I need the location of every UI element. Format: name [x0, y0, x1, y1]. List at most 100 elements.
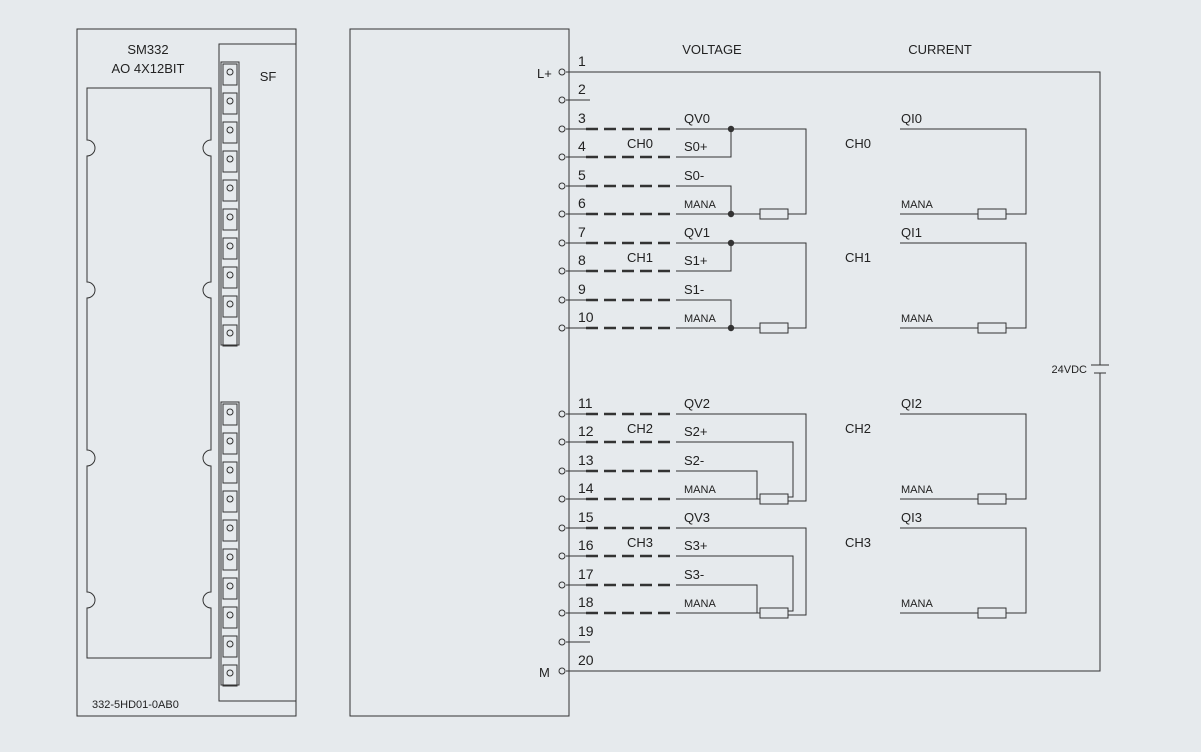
- sense-plus-label: S3+: [684, 538, 708, 553]
- channel-label: CH3: [627, 535, 653, 550]
- current-header: CURRENT: [908, 42, 972, 57]
- current-load-resistor: [977, 607, 1007, 619]
- supply-minus-label: M: [539, 665, 550, 680]
- current-channel-label: CH1: [845, 250, 871, 265]
- terminal-number: 20: [578, 652, 594, 668]
- sense-minus-label: S3-: [684, 567, 704, 582]
- sense-plus-label: S2+: [684, 424, 708, 439]
- channel-label: CH2: [627, 421, 653, 436]
- strip-terminal: [222, 490, 238, 513]
- terminal-2: 2: [558, 81, 590, 104]
- supply-plus-rail: [566, 71, 1101, 365]
- module-title-line1: SM332: [127, 42, 168, 57]
- terminal-number: 5: [578, 167, 586, 183]
- terminal-number: 1: [578, 53, 586, 69]
- voltage-load-resistor: [759, 607, 789, 619]
- current-mana-label: MANA: [901, 199, 933, 211]
- terminal-number: 7: [578, 224, 586, 240]
- voltage-load-resistor: [759, 208, 789, 220]
- terminal-number: 3: [578, 110, 586, 126]
- strip-terminal: [222, 548, 238, 571]
- strip-terminal: [222, 121, 238, 144]
- terminal-number: 19: [578, 623, 594, 639]
- sense-minus-label: S0-: [684, 168, 704, 183]
- terminal-10: 10: [558, 309, 594, 332]
- qv-label: QV0: [684, 111, 710, 126]
- module-front-view: SM332 AO 4X12BIT SF 332-5HD01-0AB0: [76, 28, 297, 717]
- terminal-14: 14: [558, 480, 594, 503]
- mana-label: MANA: [684, 484, 716, 496]
- current-mana-label: MANA: [901, 313, 933, 325]
- current-channel-label: CH2: [845, 421, 871, 436]
- junction-dot: [727, 210, 735, 218]
- terminal-15: 15: [558, 509, 594, 532]
- strip-terminal: [222, 635, 238, 658]
- sense-plus-label: S1+: [684, 253, 708, 268]
- terminal-number: 10: [578, 309, 594, 325]
- voltage-load-resistor: [759, 493, 789, 505]
- junction-dot: [727, 239, 735, 247]
- terminal-1: 1: [558, 53, 590, 76]
- junction-dot: [727, 125, 735, 133]
- strip-terminal: [222, 92, 238, 115]
- current-load-resistor: [977, 208, 1007, 220]
- strip-terminal: [222, 664, 238, 687]
- terminal-12: 12: [558, 423, 594, 446]
- qi-label: QI2: [901, 396, 922, 411]
- current-channel-label: CH0: [845, 136, 871, 151]
- strip-terminal: [222, 324, 238, 347]
- terminal-number: 16: [578, 537, 594, 553]
- channel-list: CH0QV0S0+S0-MANAQI0CH0MANACH1QV1S1+S1-MA…: [586, 111, 1027, 619]
- terminal-5: 5: [558, 167, 590, 190]
- sense-minus-label: S1-: [684, 282, 704, 297]
- strip-terminal: [222, 179, 238, 202]
- strip-terminal: [222, 519, 238, 542]
- terminal-number: 13: [578, 452, 594, 468]
- supply-voltage-label: 24VDC: [1052, 364, 1088, 376]
- qi-label: QI1: [901, 225, 922, 240]
- strip-upper: [220, 61, 240, 346]
- supply-plus-label: L+: [537, 66, 552, 81]
- terminal-number: 18: [578, 594, 594, 610]
- terminal-number: 2: [578, 81, 586, 97]
- channel-label: CH1: [627, 250, 653, 265]
- strip-terminal: [222, 295, 238, 318]
- qv-label: QV2: [684, 396, 710, 411]
- strip-terminal: [222, 63, 238, 86]
- sense-minus-label: S2-: [684, 453, 704, 468]
- terminal-number: 15: [578, 509, 594, 525]
- strip-terminal: [222, 432, 238, 455]
- terminal-8: 8: [558, 252, 590, 275]
- terminal-number: 6: [578, 195, 586, 211]
- current-mana-label: MANA: [901, 598, 933, 610]
- strip-terminal: [222, 150, 238, 173]
- voltage-load-resistor: [759, 322, 789, 334]
- terminal-number: 12: [578, 423, 594, 439]
- terminal-number: 17: [578, 566, 594, 582]
- qi-label: QI0: [901, 111, 922, 126]
- mana-label: MANA: [684, 313, 716, 325]
- strip-terminal: [222, 577, 238, 600]
- terminal-18: 18: [558, 594, 594, 617]
- channel-label: CH0: [627, 136, 653, 151]
- qv-label: QV3: [684, 510, 710, 525]
- current-load-resistor: [977, 322, 1007, 334]
- voltage-header: VOLTAGE: [682, 42, 742, 57]
- terminal-number: 8: [578, 252, 586, 268]
- strip-terminal: [222, 208, 238, 231]
- label-slot: [86, 87, 212, 659]
- strip-terminal: [222, 461, 238, 484]
- strip-terminal: [222, 237, 238, 260]
- strip-lower: [220, 401, 240, 686]
- terminal-20: 20: [558, 652, 594, 675]
- terminal-strip: [220, 61, 240, 687]
- terminal-19: 19: [558, 623, 594, 646]
- current-channel-label: CH3: [845, 535, 871, 550]
- supply-minus-rail: [566, 373, 1101, 672]
- mana-label: MANA: [684, 598, 716, 610]
- mana-label: MANA: [684, 199, 716, 211]
